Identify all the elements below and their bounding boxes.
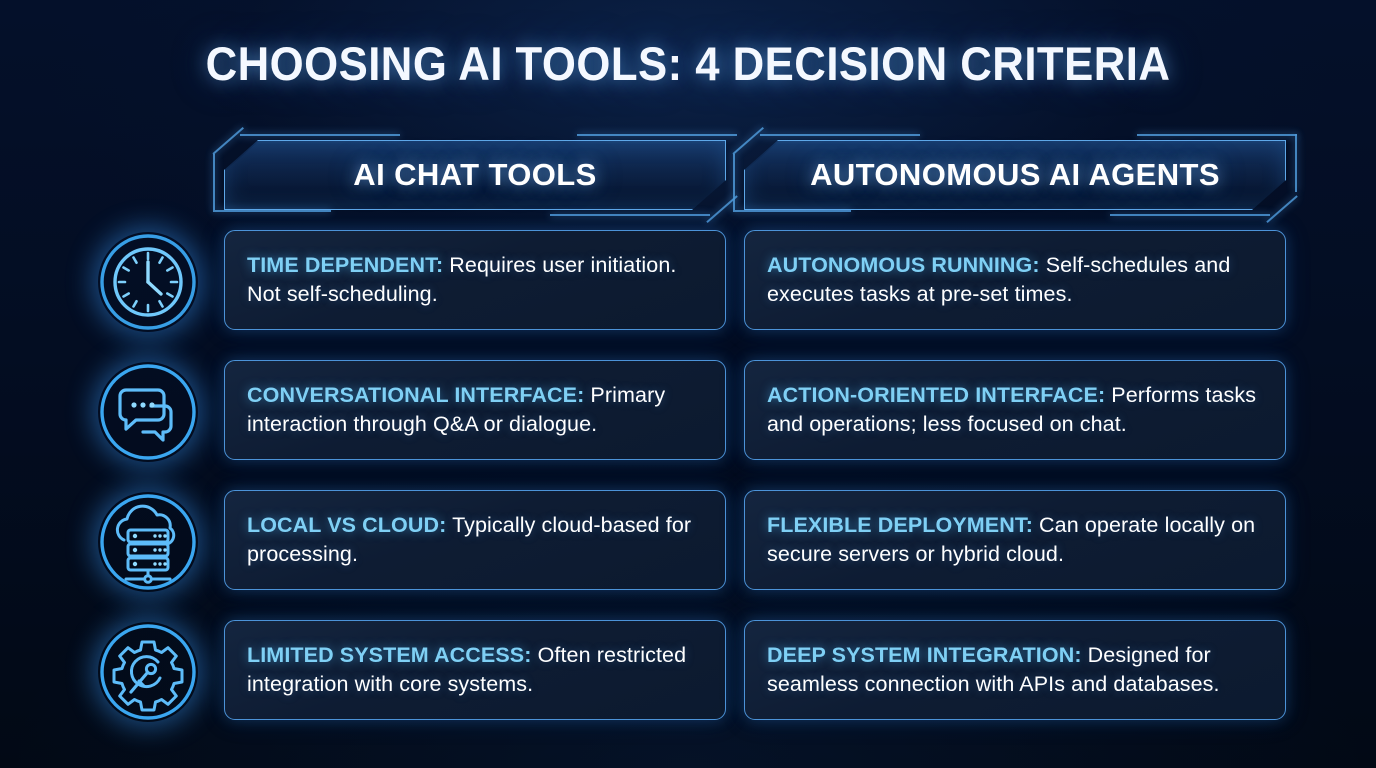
banner-accent-line — [733, 154, 735, 210]
criteria-row: LIMITED SYSTEM ACCESS: Often restricted … — [0, 620, 1376, 720]
card-ai-chat-tools: LOCAL VS CLOUD: Typically cloud-based fo… — [224, 490, 726, 590]
column-header-ai-chat-tools: AI CHAT TOOLS — [212, 126, 738, 224]
chat-bubbles-icon — [98, 362, 198, 462]
card-autonomous-ai-agents: DEEP SYSTEM INTEGRATION: Designed for se… — [744, 620, 1286, 720]
column-header-autonomous-ai-agents: AUTONOMOUS AI AGENTS — [732, 126, 1298, 224]
banner-accent-line — [1295, 134, 1297, 192]
card-body: Self-schedules and executes tasks at pre… — [767, 253, 1231, 306]
banner-accent-line — [1137, 134, 1297, 136]
card-body: Typically cloud-based for processing. — [247, 513, 692, 566]
card-lede: LIMITED SYSTEM ACCESS: — [247, 643, 532, 667]
card-body: Requires user initiation. Not self-sched… — [247, 253, 677, 306]
card-body: Can operate locally on secure servers or… — [767, 513, 1256, 566]
card-lede: FLEXIBLE DEPLOYMENT: — [767, 513, 1033, 537]
banner-accent-line — [760, 134, 920, 136]
card-lede: CONVERSATIONAL INTERFACE: — [247, 383, 585, 407]
banner-accent-line — [1110, 214, 1270, 216]
card-lede: TIME DEPENDENT: — [247, 253, 444, 277]
card-autonomous-ai-agents: FLEXIBLE DEPLOYMENT: Can operate locally… — [744, 490, 1286, 590]
banner-accent-line — [213, 210, 331, 212]
banner-accent-line — [733, 210, 851, 212]
gear-key-icon — [98, 622, 198, 722]
card-body: Designed for seamless connection with AP… — [767, 643, 1220, 696]
card-ai-chat-tools: CONVERSATIONAL INTERFACE: Primary intera… — [224, 360, 726, 460]
criteria-row: TIME DEPENDENT: Requires user initiation… — [0, 230, 1376, 330]
card-lede: ACTION-ORIENTED INTERFACE: — [767, 383, 1106, 407]
card-body: Often restricted integration with core s… — [247, 643, 687, 696]
column-header-label: AUTONOMOUS AI AGENTS — [810, 157, 1220, 192]
banner-frame — [744, 140, 1286, 210]
page-title: CHOOSING AI TOOLS: 4 DECISION CRITERIA — [205, 37, 1171, 90]
clock-icon — [98, 232, 198, 332]
card-ai-chat-tools: LIMITED SYSTEM ACCESS: Often restricted … — [224, 620, 726, 720]
card-autonomous-ai-agents: ACTION-ORIENTED INTERFACE: Performs task… — [744, 360, 1286, 460]
criteria-row: LOCAL VS CLOUD: Typically cloud-based fo… — [0, 490, 1376, 590]
column-header-label: AI CHAT TOOLS — [353, 157, 597, 192]
banner-accent-line — [213, 154, 215, 210]
card-lede: DEEP SYSTEM INTEGRATION: — [767, 643, 1082, 667]
banner-accent-line — [577, 134, 737, 136]
card-body: Primary interaction through Q&A or dialo… — [247, 383, 666, 436]
banner-accent-line — [240, 134, 400, 136]
card-autonomous-ai-agents: AUTONOMOUS RUNNING: Self-schedules and e… — [744, 230, 1286, 330]
banner-accent-line — [550, 214, 710, 216]
card-lede: AUTONOMOUS RUNNING: — [767, 253, 1040, 277]
card-lede: LOCAL VS CLOUD: — [247, 513, 447, 537]
banner-frame — [224, 140, 726, 210]
card-ai-chat-tools: TIME DEPENDENT: Requires user initiation… — [224, 230, 726, 330]
cloud-server-icon — [98, 492, 198, 592]
card-body: Performs tasks and operations; less focu… — [767, 383, 1257, 436]
criteria-row: CONVERSATIONAL INTERFACE: Primary intera… — [0, 360, 1376, 460]
